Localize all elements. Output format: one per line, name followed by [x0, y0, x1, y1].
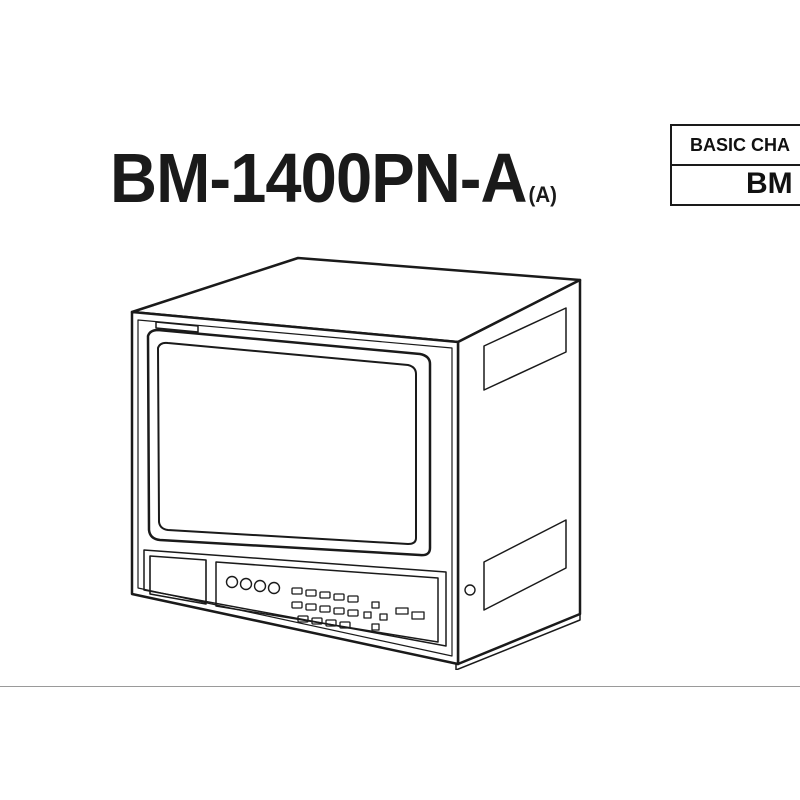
chassis-label: BASIC CHA: [672, 126, 800, 166]
crt-monitor-illustration: [130, 256, 582, 671]
model-title-suffix: (A): [528, 182, 557, 207]
chassis-label-box: BASIC CHA BM: [670, 124, 800, 206]
chassis-code: BM: [746, 167, 793, 200]
crt-monitor-icon: [120, 250, 600, 671]
model-title-main: BM-1400PN-A: [110, 139, 528, 217]
model-title: BM-1400PN-A(A): [110, 143, 557, 213]
page-divider: [0, 686, 800, 687]
